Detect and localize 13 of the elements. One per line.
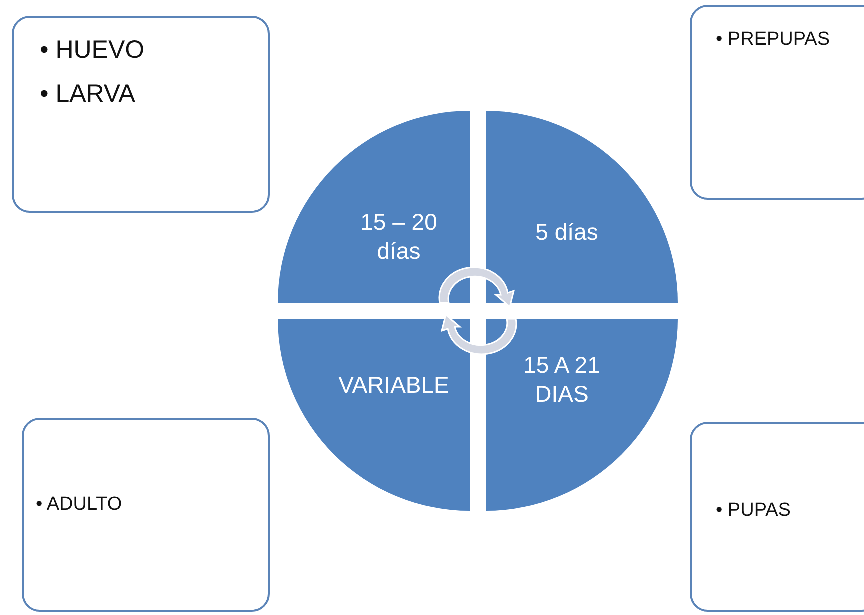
text-box	[690, 422, 864, 612]
list-item: • ADULTO	[36, 493, 122, 517]
list-item: • HUEVO	[40, 35, 145, 66]
list-item: • PREPUPAS	[716, 28, 830, 52]
text-box	[690, 5, 864, 200]
text-box	[22, 418, 270, 612]
text-box	[12, 16, 270, 213]
list-item: • PUPAS	[716, 499, 791, 523]
duration-label: 15 – 20 días	[360, 208, 438, 266]
duration-label: 15 A 21 DIAS	[522, 351, 602, 409]
list-item: • LARVA	[40, 79, 136, 110]
duration-label: 5 días	[536, 218, 598, 246]
duration-label: VARIABLE	[338, 370, 450, 400]
